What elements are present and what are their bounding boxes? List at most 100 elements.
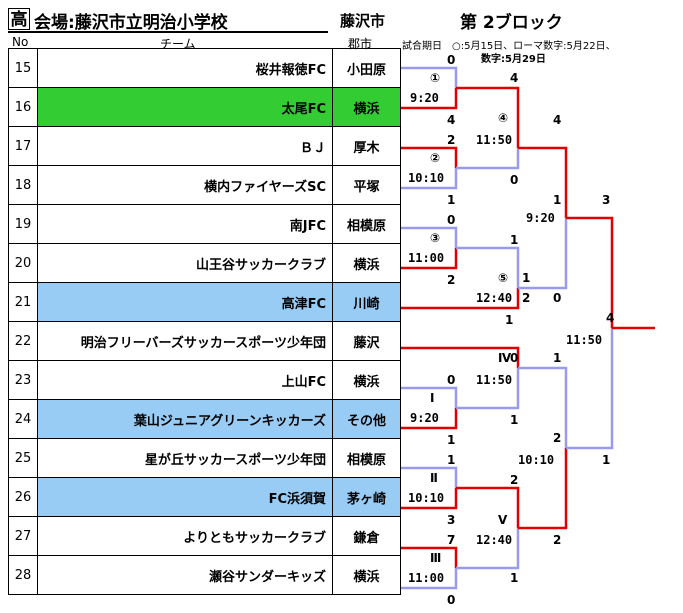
team-name: 上山FC	[37, 360, 333, 400]
team-name: 南JFC	[37, 204, 333, 244]
match-score: 4	[447, 113, 455, 127]
team-city: 横浜	[332, 555, 401, 595]
team-city: 茅ヶ崎	[332, 477, 401, 517]
match-score: 1	[522, 271, 530, 285]
match-score: 0	[447, 53, 455, 67]
bracket-line	[456, 528, 520, 570]
match-time: 11:50	[566, 333, 602, 347]
bracket-line	[518, 218, 568, 290]
team-city: 相模原	[332, 438, 401, 478]
team-name: 太尾FC	[37, 87, 333, 127]
bracket-line	[456, 86, 520, 148]
venue-title: 会場:藤沢市立明治小学校	[34, 13, 228, 33]
team-number: 21	[8, 282, 38, 322]
match-time: 11:00	[408, 571, 444, 585]
bracket-line	[456, 486, 520, 528]
bracket-line	[401, 288, 520, 310]
bracket-line	[456, 246, 520, 288]
title-underline	[8, 31, 328, 33]
match-time: 9:20	[410, 91, 439, 105]
match-score: 2	[522, 291, 530, 305]
col-header-no: No	[12, 35, 29, 49]
match-time: 9:20	[410, 411, 439, 425]
match-time: 9:20	[526, 211, 555, 225]
match-score: 2	[510, 473, 518, 487]
schedule-note: 試合期日 ○:5月15日、ローマ数字:5月22日、	[402, 41, 616, 52]
match-id: Ⅰ	[430, 391, 434, 405]
match-score: 0	[447, 373, 455, 387]
team-name: 横内ファイヤーズSC	[37, 165, 333, 205]
team-number: 19	[8, 204, 38, 244]
team-number: 28	[8, 555, 38, 595]
match-id: ④	[498, 111, 508, 125]
match-score: 2	[447, 273, 455, 287]
match-time: 10:10	[518, 453, 554, 467]
team-name: 瀬谷サンダーキッズ	[37, 555, 333, 595]
team-name: FC浜須賀	[37, 477, 333, 517]
bracket-line	[401, 66, 458, 88]
match-time: 10:10	[408, 171, 444, 185]
team-city: 藤沢	[332, 321, 401, 361]
bracket-line	[401, 226, 458, 248]
bracket-line	[401, 466, 458, 488]
bracket-line	[401, 546, 458, 568]
team-city: 小田原	[332, 48, 401, 88]
match-id: Ⅲ	[430, 551, 441, 565]
team-name: 明治フリーバーズサッカースポーツ少年団	[37, 321, 333, 361]
match-score: 1	[510, 233, 518, 247]
bracket-line	[401, 386, 458, 408]
match-score: 2	[553, 431, 561, 445]
bracket-line	[401, 568, 458, 590]
col-header-city: 郡市	[348, 37, 373, 51]
team-city: 横浜	[332, 87, 401, 127]
match-score: 1	[602, 453, 610, 467]
match-score: 1	[447, 193, 455, 207]
match-score: 3	[602, 193, 610, 207]
team-number: 24	[8, 399, 38, 439]
host-city: 藤沢市	[340, 12, 386, 30]
match-time: 11:00	[408, 251, 444, 265]
match-score: 1	[510, 413, 518, 427]
bracket-line	[401, 146, 458, 168]
level-badge: 高	[8, 8, 30, 30]
match-id: ①	[430, 71, 440, 85]
match-score: 1	[553, 193, 561, 207]
bracket-line	[456, 148, 520, 170]
match-score: 0	[510, 351, 518, 365]
team-city: 鎌倉	[332, 516, 401, 556]
team-name: 山王谷サッカークラブ	[37, 243, 333, 283]
team-city: その他	[332, 399, 401, 439]
match-score: 1	[510, 571, 518, 585]
block-title: 第 2ブロック	[460, 13, 563, 33]
match-time: 11:50	[476, 133, 512, 147]
team-name: 桜井報徳FC	[37, 48, 333, 88]
team-city: 横浜	[332, 360, 401, 400]
bracket-line	[518, 448, 568, 530]
team-name: ＢＪ	[37, 126, 333, 166]
match-id: ③	[430, 231, 440, 245]
team-city: 厚木	[332, 126, 401, 166]
team-city: 平塚	[332, 165, 401, 205]
match-id: Ⅱ	[430, 471, 438, 485]
match-score: 1	[553, 351, 561, 365]
match-score: 1	[447, 453, 455, 467]
team-number: 20	[8, 243, 38, 283]
match-score: 4	[510, 71, 518, 85]
team-city: 相模原	[332, 204, 401, 244]
bracket-line	[401, 88, 458, 110]
schedule-note-2: 数字:5月29日	[481, 54, 546, 65]
match-time: 10:10	[408, 491, 444, 505]
match-score: 4	[606, 311, 614, 325]
match-score: 2	[447, 133, 455, 147]
team-number: 27	[8, 516, 38, 556]
